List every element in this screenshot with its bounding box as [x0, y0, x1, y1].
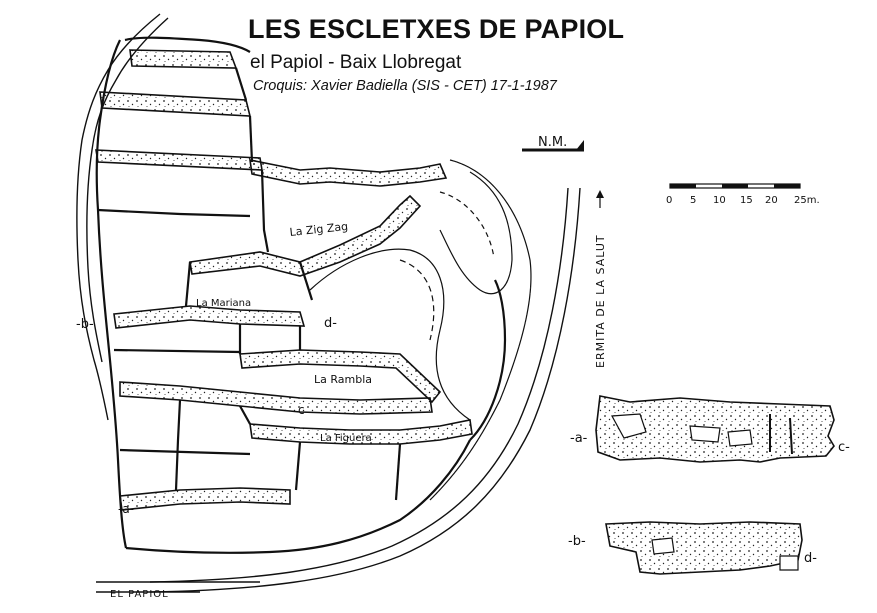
- outer-contours: [76, 13, 169, 421]
- label-figuera: La Figuera: [320, 433, 372, 444]
- passage-diagonal-upper: [249, 158, 448, 187]
- section-c-label: c-: [838, 440, 850, 455]
- scale-tick-0: 0: [666, 195, 672, 206]
- map-title: LES ESCLETXES DE PAPIOL: [248, 14, 625, 44]
- scale-tick-15: 15: [740, 195, 753, 206]
- scale-tick-20: 20: [765, 195, 778, 206]
- section-b-label: -b-: [568, 534, 586, 549]
- passage-mariana: [113, 305, 306, 329]
- scale-tick-10: 10: [713, 195, 726, 206]
- north-label: N.M.: [538, 135, 567, 150]
- label-section-b: -b-: [76, 317, 94, 332]
- label-section-d: d-: [324, 316, 337, 331]
- scale-tick-5: 5: [690, 195, 696, 206]
- passage-lower: [119, 487, 291, 511]
- north-arrow: N.M.: [522, 135, 584, 152]
- passage-third: [95, 149, 263, 171]
- passage-rambla: [239, 349, 442, 404]
- cross-fissures: [97, 67, 402, 501]
- label-section-a: -a-: [118, 502, 134, 516]
- passage-middle: [119, 381, 433, 415]
- fissure-passages: [95, 49, 473, 511]
- fissure-field-outline: [95, 36, 507, 554]
- passage-zig-zag: [189, 194, 422, 277]
- road-papiol: [96, 581, 260, 593]
- label-papiol: EL PAPIOL: [110, 589, 169, 600]
- map-subtitle: el Papiol - Baix Llobregat: [250, 52, 462, 73]
- road-labels: ERMITA DE LA SALUT EL PAPIOL: [110, 190, 607, 600]
- inner-contours: [309, 159, 532, 501]
- label-mariana: La Mariana: [196, 298, 251, 309]
- cross-section-bd: -b- d-: [568, 521, 817, 575]
- cross-section-ac: -a- c-: [570, 395, 850, 463]
- passage-second: [99, 91, 252, 117]
- passage-top: [129, 49, 238, 69]
- map-credit: Croquis: Xavier Badiella (SIS - CET) 17-…: [253, 78, 557, 94]
- label-ermita: ERMITA DE LA SALUT: [594, 234, 607, 368]
- section-d-label: d-: [804, 551, 817, 566]
- plan-labels: La Zig Zag La Mariana La Rambla La Figue…: [76, 220, 372, 516]
- road-ermita: [149, 187, 581, 593]
- scale-bar: 0 5 10 15 20 25m.: [666, 183, 820, 206]
- section-a-label: -a-: [570, 431, 588, 446]
- label-zig-zag: La Zig Zag: [289, 220, 349, 239]
- label-section-c: c: [298, 403, 305, 417]
- scale-tick-25m: 25m.: [794, 195, 820, 206]
- label-rambla: La Rambla: [314, 373, 372, 386]
